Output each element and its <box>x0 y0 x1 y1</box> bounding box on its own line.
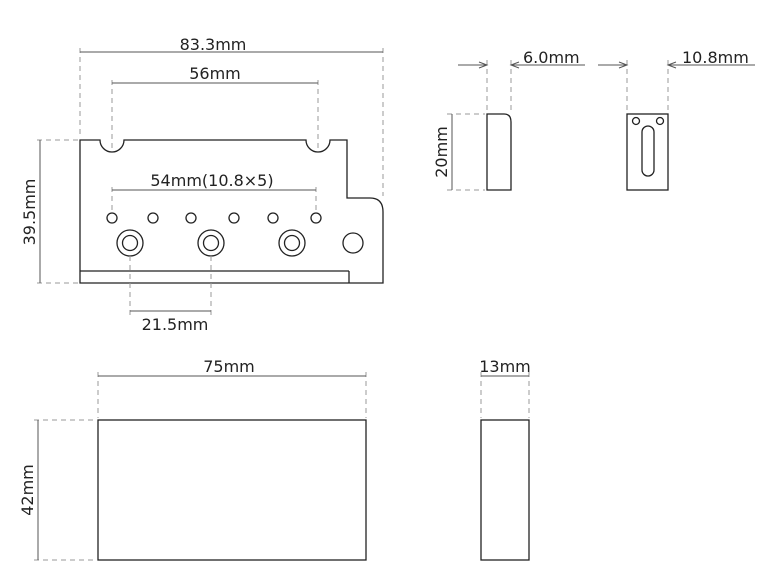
dim-hole-spacing: 21.5mm <box>129 256 212 334</box>
bridge-base-plate <box>79 139 384 284</box>
dim-mount-spacing: 56mm <box>111 64 319 150</box>
dim-base-height: 39.5mm <box>20 139 80 284</box>
dim-block-width: 75mm <box>97 357 367 418</box>
dim-block-height: 42mm <box>18 419 96 561</box>
dim-saddle-height: 20mm <box>432 113 485 191</box>
label-block-depth: 13mm <box>479 357 531 376</box>
label-block-width: 75mm <box>203 357 255 376</box>
label-mount-spacing: 56mm <box>189 64 241 83</box>
block-side-view <box>480 419 530 561</box>
label-saddle-height: 20mm <box>432 126 451 178</box>
label-base-width: 83.3mm <box>180 35 247 54</box>
saddle-front-view <box>626 113 669 191</box>
label-block-height: 42mm <box>18 464 37 516</box>
dim-saddle-thickness: 6.0mm <box>458 48 585 112</box>
dim-block-depth: 13mm <box>479 357 531 418</box>
saddle-side-view <box>486 113 512 191</box>
block-front-view <box>97 419 367 561</box>
label-saddle-thickness: 6.0mm <box>523 48 580 67</box>
dim-string-spacing: 54mm(10.8×5) <box>111 171 317 212</box>
label-base-height: 39.5mm <box>20 179 39 246</box>
dim-base-width: 83.3mm <box>79 35 384 196</box>
dim-saddle-width: 10.8mm <box>598 48 755 112</box>
label-hole-spacing: 21.5mm <box>142 315 209 334</box>
label-string-spacing: 54mm(10.8×5) <box>150 171 273 190</box>
label-saddle-width: 10.8mm <box>682 48 749 67</box>
